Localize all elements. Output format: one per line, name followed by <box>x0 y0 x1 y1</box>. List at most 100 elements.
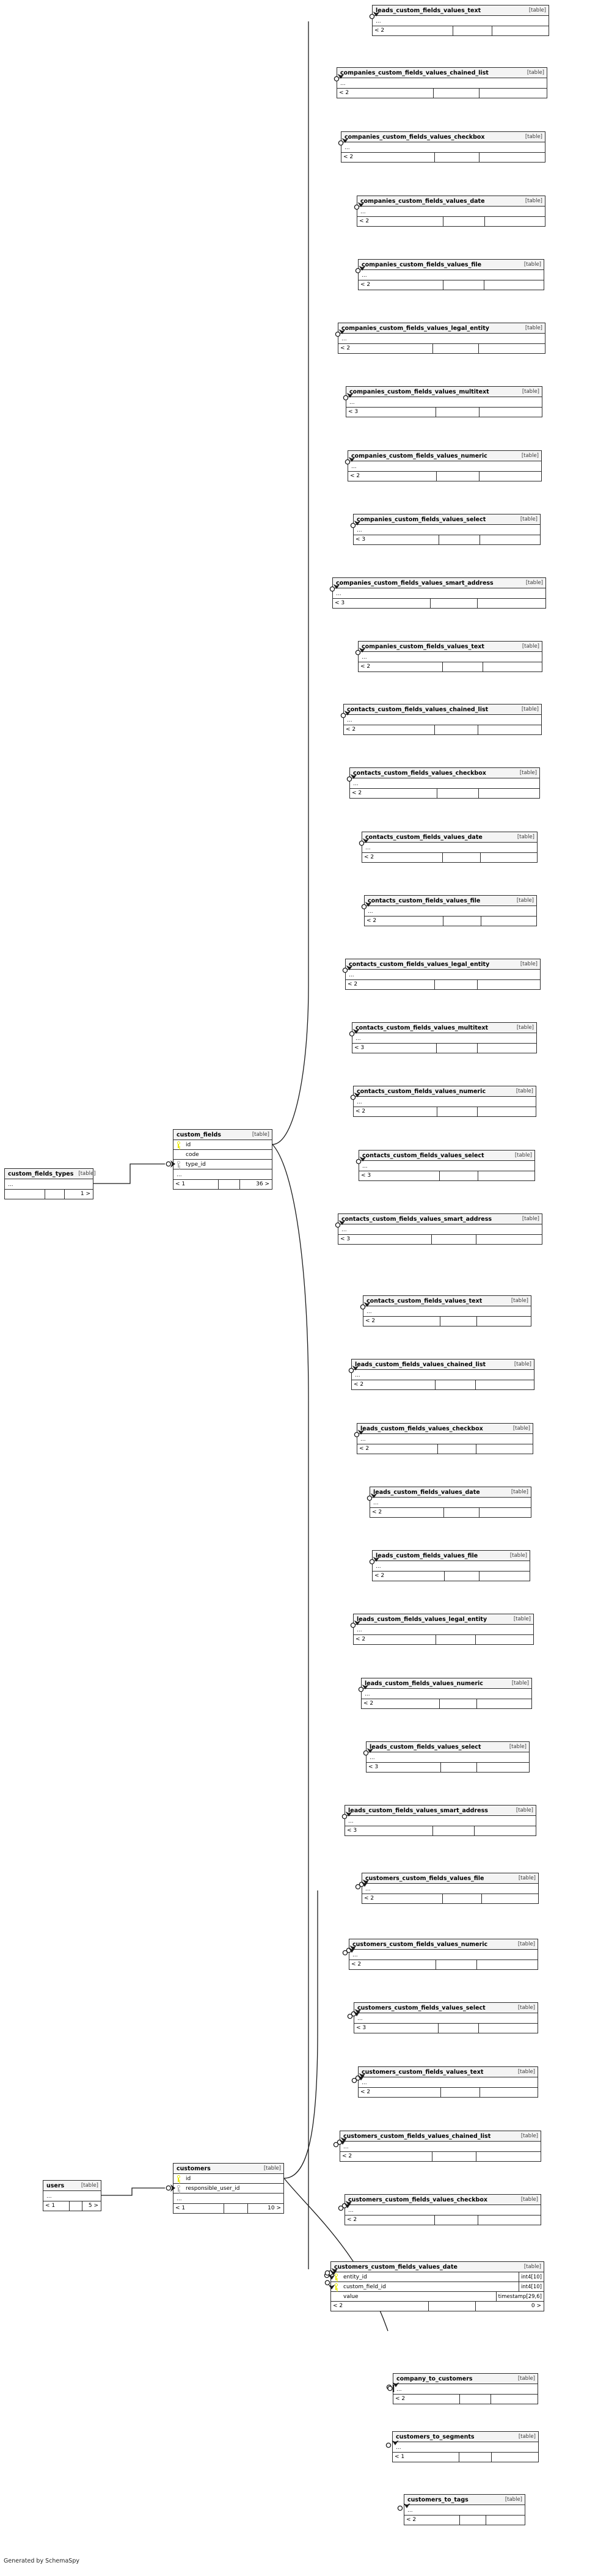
footer-parent-count[interactable]: < 3 <box>366 1763 442 1772</box>
footer-child-count[interactable] <box>475 1826 536 1835</box>
footer-child-count[interactable] <box>478 2216 541 2225</box>
footer-child-count[interactable] <box>478 725 541 734</box>
footer-parent-count[interactable]: < 1 <box>393 2453 460 2462</box>
footer-parent-count[interactable]: < 3 <box>359 1171 440 1180</box>
table-node-custom_fields_types[interactable]: custom_fields_types[table]...1 > <box>4 1168 96 1199</box>
table-node-companies_custom_fields_values_smart_address[interactable]: companies_custom_fields_values_smart_add… <box>332 577 546 609</box>
footer-parent-count[interactable]: < 3 <box>338 1235 432 1244</box>
table-node-companies_custom_fields_values_numeric[interactable]: companies_custom_fields_values_numeric[t… <box>348 450 542 481</box>
footer-child-count[interactable] <box>485 217 545 226</box>
footer-child-count[interactable] <box>492 2453 538 2462</box>
table-node-companies_custom_fields_values_date[interactable]: companies_custom_fields_values_date[tabl… <box>357 196 545 227</box>
table-node-company_to_customers[interactable]: company_to_customers[table]...< 2 <box>393 2373 538 2404</box>
footer-parent-count[interactable]: < 2 <box>362 1894 443 1903</box>
table-node-customers_to_tags[interactable]: customers_to_tags[table]...< 2 <box>404 2494 525 2525</box>
footer-child-count[interactable] <box>480 535 540 544</box>
footer-child-count[interactable]: 0 > <box>531 2303 541 2309</box>
footer-parent-count[interactable]: < 1 <box>173 2204 224 2213</box>
footer-child-count[interactable] <box>476 1380 534 1389</box>
footer-child-count[interactable]: 5 > <box>88 2203 98 2209</box>
footer-parent-count[interactable]: < 2 <box>362 1699 440 1708</box>
footer-child-count[interactable] <box>476 1635 533 1644</box>
footer-child-count[interactable] <box>480 1572 530 1581</box>
footer-parent-count[interactable]: < 2 <box>350 789 437 798</box>
table-node-customers_custom_fields_values_checkbox[interactable]: customers_custom_fields_values_checkbox[… <box>345 2194 541 2225</box>
table-node-leads_custom_fields_values_chained_list[interactable]: leads_custom_fields_values_chained_list[… <box>351 1359 534 1390</box>
footer-child-count[interactable] <box>480 89 547 98</box>
table-node-companies_custom_fields_values_checkbox[interactable]: companies_custom_fields_values_checkbox[… <box>341 131 545 163</box>
footer-parent-count[interactable]: < 2 <box>354 1635 437 1644</box>
table-node-companies_custom_fields_values_chained_list[interactable]: companies_custom_fields_values_chained_l… <box>337 67 547 98</box>
table-node-leads_custom_fields_values_select[interactable]: leads_custom_fields_values_select[table]… <box>366 1741 530 1773</box>
footer-parent-count[interactable]: < 2 <box>362 853 443 862</box>
footer-parent-count[interactable]: < 2 <box>365 917 444 926</box>
footer-child-count[interactable] <box>492 26 549 35</box>
table-node-contacts_custom_fields_values_file[interactable]: contacts_custom_fields_values_file[table… <box>364 895 537 926</box>
table-node-customers_custom_fields_values_text[interactable]: customers_custom_fields_values_text[tabl… <box>358 2066 538 2098</box>
footer-parent-count[interactable]: < 3 <box>345 1826 433 1835</box>
footer-child-count[interactable] <box>482 1894 538 1903</box>
footer-parent-count[interactable]: < 2 <box>340 2152 432 2161</box>
table-node-contacts_custom_fields_values_date[interactable]: contacts_custom_fields_values_date[table… <box>362 832 538 863</box>
footer-child-count[interactable] <box>479 344 545 353</box>
table-node-contacts_custom_fields_values_legal_entity[interactable]: contacts_custom_fields_values_legal_enti… <box>345 959 541 990</box>
footer-child-count[interactable] <box>479 789 539 798</box>
footer-child-count[interactable] <box>477 1699 531 1708</box>
table-node-companies_custom_fields_values_multitext[interactable]: companies_custom_fields_values_multitext… <box>346 386 542 417</box>
table-node-leads_custom_fields_values_file[interactable]: leads_custom_fields_values_file[table]..… <box>372 1550 530 1581</box>
table-node-contacts_custom_fields_values_checkbox[interactable]: contacts_custom_fields_values_checkbox[t… <box>349 767 540 799</box>
table-node-contacts_custom_fields_values_numeric[interactable]: contacts_custom_fields_values_numeric[ta… <box>353 1086 536 1117</box>
footer-child-count[interactable]: 10 > <box>268 2205 281 2211</box>
footer-child-count[interactable] <box>480 472 541 481</box>
footer-parent-count[interactable]: < 2 <box>363 1317 441 1326</box>
footer-parent-count[interactable]: < 2 <box>337 89 434 98</box>
footer-child-count[interactable] <box>478 980 540 989</box>
footer-child-count[interactable] <box>481 853 537 862</box>
footer-parent-count[interactable]: < 2 <box>348 472 437 481</box>
footer-child-count[interactable] <box>480 408 542 417</box>
footer-parent-count[interactable]: < 3 <box>346 408 437 417</box>
footer-child-count[interactable] <box>478 1171 534 1180</box>
footer-child-count[interactable] <box>477 1317 531 1326</box>
table-node-contacts_custom_fields_values_select[interactable]: contacts_custom_fields_values_select[tab… <box>359 1150 535 1181</box>
table-node-customers_to_segments[interactable]: customers_to_segments[table]...< 1 <box>392 2431 539 2462</box>
footer-parent-count[interactable]: < 3 <box>354 535 440 544</box>
footer-child-count[interactable] <box>480 1508 531 1517</box>
footer-parent-count[interactable]: < 2 <box>346 980 436 989</box>
table-node-customers_custom_fields_values_numeric[interactable]: customers_custom_fields_values_numeric[t… <box>349 1939 538 1970</box>
footer-child-count[interactable] <box>483 662 542 671</box>
footer-child-count[interactable] <box>478 1044 536 1053</box>
table-node-contacts_custom_fields_values_text[interactable]: contacts_custom_fields_values_text[table… <box>363 1295 531 1326</box>
footer-parent-count[interactable]: < 2 <box>393 2395 460 2404</box>
table-node-contacts_custom_fields_values_smart_address[interactable]: contacts_custom_fields_values_smart_addr… <box>338 1213 542 1245</box>
table-node-customers_custom_fields_values_chained_list[interactable]: customers_custom_fields_values_chained_l… <box>340 2131 541 2162</box>
footer-child-count[interactable]: 1 > <box>80 1191 90 1197</box>
footer-parent-count[interactable]: < 2 <box>354 1107 438 1116</box>
footer-parent-count[interactable]: < 3 <box>352 1044 437 1053</box>
footer-child-count[interactable] <box>476 2152 541 2161</box>
footer-child-count[interactable] <box>479 2024 538 2033</box>
table-node-leads_custom_fields_values_date[interactable]: leads_custom_fields_values_date[table]..… <box>370 1487 531 1518</box>
footer-parent-count[interactable]: < 3 <box>333 599 431 608</box>
footer-parent-count[interactable]: < 2 <box>344 725 435 734</box>
footer-child-count[interactable] <box>477 1763 529 1772</box>
footer-parent-count[interactable]: < 2 <box>338 344 434 353</box>
table-node-companies_custom_fields_values_text[interactable]: companies_custom_fields_values_text[tabl… <box>358 641 542 672</box>
footer-parent-count[interactable]: < 2 <box>404 2516 460 2525</box>
footer-parent-count[interactable]: < 2 <box>357 217 444 226</box>
footer-parent-count[interactable]: < 2 <box>341 153 436 162</box>
footer-child-count[interactable] <box>478 599 545 608</box>
footer-parent-count[interactable]: < 3 <box>354 2024 439 2033</box>
table-node-leads_custom_fields_values_legal_entity[interactable]: leads_custom_fields_values_legal_entity[… <box>353 1614 534 1645</box>
footer-child-count[interactable] <box>477 1960 538 1969</box>
footer-child-count[interactable] <box>480 153 545 162</box>
table-node-leads_custom_fields_values_checkbox[interactable]: leads_custom_fields_values_checkbox[tabl… <box>357 1423 533 1454</box>
footer-child-count[interactable] <box>476 1444 533 1454</box>
table-node-customers_custom_fields_values_select[interactable]: customers_custom_fields_values_select[ta… <box>354 2002 538 2033</box>
footer-child-count[interactable] <box>484 280 544 290</box>
footer-parent-count[interactable]: < 2 <box>359 280 444 290</box>
table-node-leads_custom_fields_values_numeric[interactable]: leads_custom_fields_values_numeric[table… <box>361 1678 532 1709</box>
